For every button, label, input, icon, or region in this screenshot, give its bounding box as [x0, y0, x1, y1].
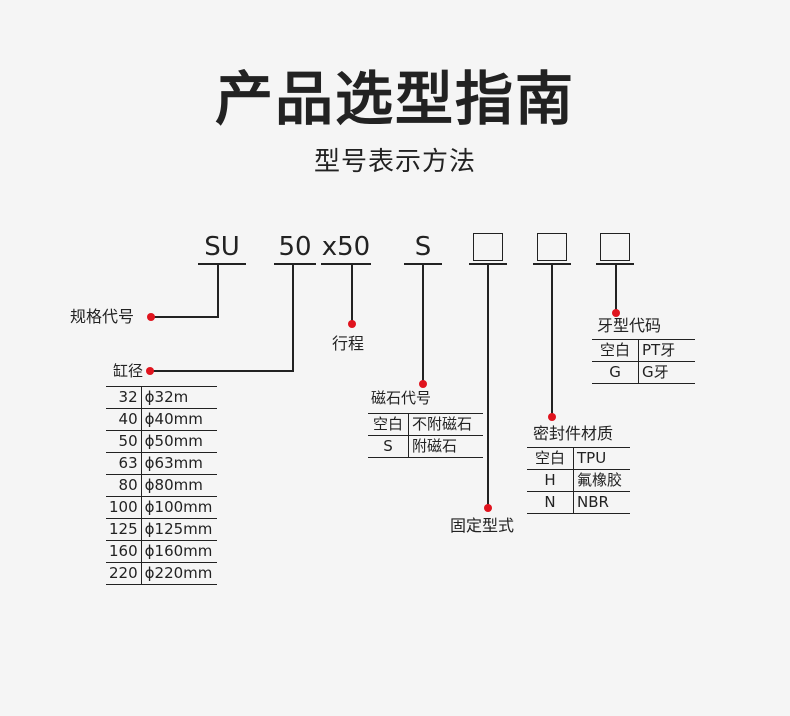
thread-value: PT牙	[638, 339, 695, 362]
code-magnet: S	[414, 232, 432, 262]
code-series-underline	[198, 263, 246, 265]
label-bore: 缸径	[113, 362, 144, 380]
bore-key: 100	[106, 496, 142, 519]
seal-value: 氟橡胶	[573, 469, 630, 492]
seal-connector-v	[551, 265, 553, 416]
bore-value: ϕ40mm	[141, 408, 217, 431]
page-subtitle: 型号表示方法	[313, 147, 476, 177]
label-thread: 牙型代码	[597, 316, 662, 335]
bore-value: ϕ50mm	[141, 430, 217, 453]
table-row: 空白不附磁石	[368, 413, 483, 436]
magnet-dot	[419, 380, 427, 388]
page-title: 产品选型指南	[214, 65, 575, 133]
bore-key: 32	[106, 386, 142, 409]
bore-value: ϕ160mm	[141, 540, 217, 563]
mounting-connector-v	[487, 265, 489, 508]
code-bore-underline	[274, 263, 316, 265]
code-series: SU	[204, 232, 240, 262]
bore-key: 125	[106, 518, 142, 541]
magnet-key: S	[368, 435, 409, 458]
seal-dot	[548, 413, 556, 421]
stroke-dot	[348, 320, 356, 328]
seal-key: H	[527, 469, 574, 492]
seal-value: TPU	[573, 447, 630, 470]
label-seal: 密封件材质	[533, 424, 614, 443]
code-stroke: x50	[321, 232, 371, 262]
label-series: 规格代号	[70, 307, 135, 326]
thread-key: 空白	[592, 339, 639, 362]
bore-key: 50	[106, 430, 142, 453]
box-mounting-underline	[469, 263, 507, 265]
thread-value: G牙	[638, 361, 695, 384]
seal-key: N	[527, 491, 574, 514]
placeholder-box-thread	[600, 233, 630, 261]
code-bore: 50	[278, 232, 312, 262]
magnet-key: 空白	[368, 413, 409, 436]
magnet-connector-v	[422, 265, 424, 384]
seal-value: NBR	[573, 491, 630, 514]
bore-connector-v	[292, 265, 294, 372]
magnet-value: 不附磁石	[408, 413, 483, 436]
bore-key: 63	[106, 452, 142, 475]
bore-value: ϕ125mm	[141, 518, 217, 541]
stroke-connector-v	[351, 265, 353, 323]
box-thread-underline	[596, 263, 634, 265]
bore-key: 220	[106, 562, 142, 585]
series-connector-h	[152, 316, 219, 318]
bore-value: ϕ220mm	[141, 562, 217, 585]
bore-dot	[146, 367, 154, 375]
label-magnet: 磁石代号	[371, 389, 432, 407]
label-stroke: 行程	[332, 334, 365, 353]
bore-key: 160	[106, 540, 142, 563]
code-magnet-underline	[404, 263, 442, 265]
bore-value: ϕ32m	[141, 386, 217, 409]
series-dot	[147, 313, 155, 321]
placeholder-box-mounting	[473, 233, 503, 261]
bore-key: 40	[106, 408, 142, 431]
bore-key: 80	[106, 474, 142, 497]
mounting-dot	[484, 504, 492, 512]
thread-key: G	[592, 361, 639, 384]
seal-key: 空白	[527, 447, 574, 470]
series-connector-v	[217, 265, 219, 318]
magnet-value: 附磁石	[408, 435, 483, 458]
thread-connector-v	[615, 265, 617, 313]
bore-value: ϕ63mm	[141, 452, 217, 475]
label-mounting: 固定型式	[450, 516, 515, 535]
bore-value: ϕ80mm	[141, 474, 217, 497]
code-stroke-underline	[321, 263, 371, 265]
placeholder-box-seal	[537, 233, 567, 261]
bore-connector-h	[150, 370, 294, 372]
bore-value: ϕ100mm	[141, 496, 217, 519]
box-seal-underline	[533, 263, 571, 265]
thread-dot	[612, 309, 620, 317]
